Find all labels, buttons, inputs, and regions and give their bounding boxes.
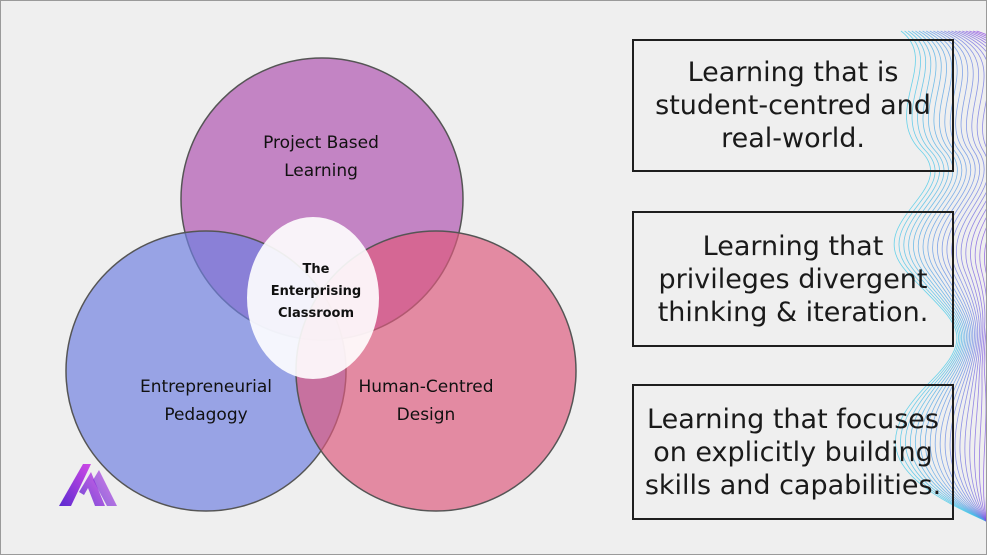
center-line1: The bbox=[302, 262, 330, 277]
text-box-student-centred: Learning that is student-centred and rea… bbox=[632, 39, 954, 172]
text-box-building-skills: Learning that focuses on explicitly buil… bbox=[632, 384, 954, 520]
label-hcd-line1: Human-Centred bbox=[358, 377, 494, 397]
center-line2: Enterprising bbox=[270, 284, 362, 299]
center-line3: Classroom bbox=[277, 306, 355, 321]
brand-logo-icon bbox=[59, 464, 117, 506]
text-box-1-content: Learning that is student-centred and rea… bbox=[655, 57, 931, 154]
text-box-divergent-thinking: Learning that privileges divergent think… bbox=[632, 211, 954, 347]
label-project-based-learning-line1: Project Based bbox=[263, 133, 379, 153]
label-project-based-learning-line2: Learning bbox=[284, 161, 358, 181]
venn-center-ellipse bbox=[247, 217, 379, 379]
label-entrepreneurial-pedagogy: Entrepreneurial Pedagogy bbox=[121, 373, 291, 429]
label-entrepreneurial-line2: Pedagogy bbox=[164, 405, 248, 425]
label-hcd-line2: Design bbox=[396, 405, 456, 425]
text-box-2-content: Learning that privileges divergent think… bbox=[657, 230, 929, 328]
label-enterprising-classroom: The Enterprising Classroom bbox=[251, 259, 381, 325]
label-human-centred-design: Human-Centred Design bbox=[341, 373, 511, 429]
label-project-based-learning: Project Based Learning bbox=[236, 129, 406, 185]
text-box-3-content: Learning that focuses on explicitly buil… bbox=[644, 403, 942, 501]
label-entrepreneurial-line1: Entrepreneurial bbox=[140, 377, 272, 397]
